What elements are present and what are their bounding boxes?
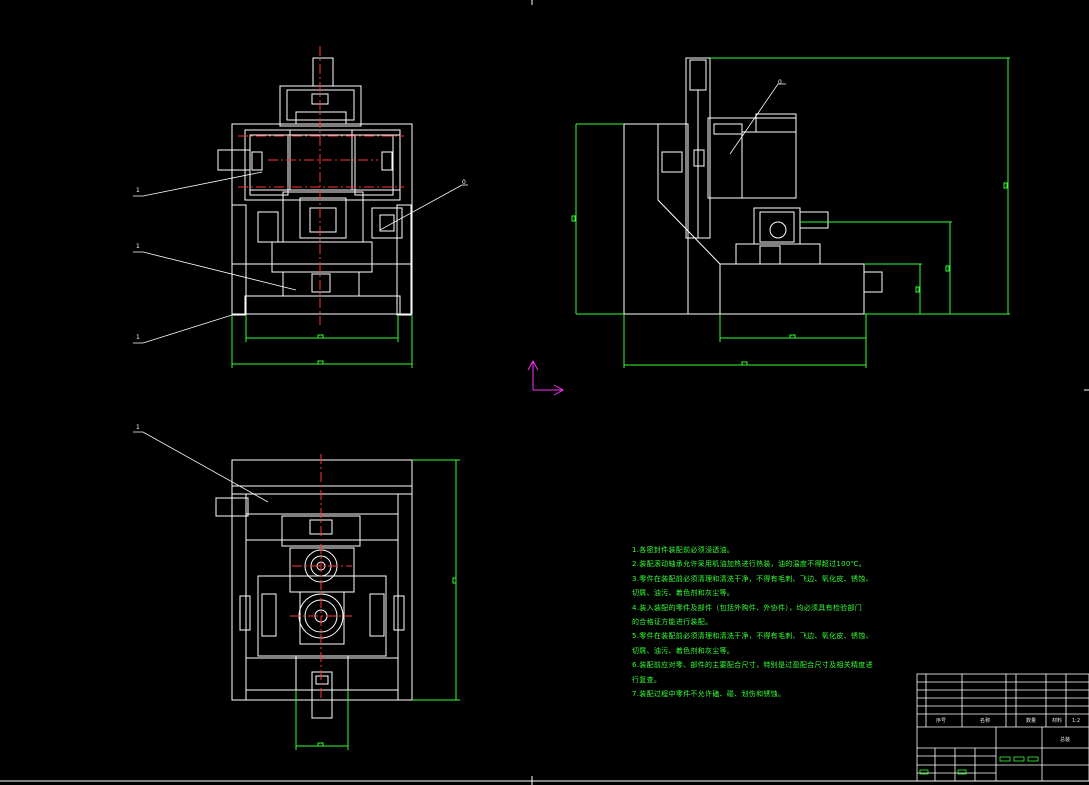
ucs-icon [527, 359, 565, 396]
note-line: 的合格证方能进行装配。 [632, 618, 713, 627]
front-dimensions [231, 315, 413, 368]
side-dimensions [571, 57, 1010, 368]
note-line: 切屑、油污、着色剂和灰尘等。 [632, 589, 735, 598]
note-line: 7.装配过程中零件不允许磕、碰、划伤和锈蚀。 [632, 690, 786, 699]
title-block [916, 673, 1089, 782]
title-block-marks [919, 756, 1039, 775]
leader-label-front-top: 1 [136, 187, 140, 194]
leader-label-side-top: 0 [778, 79, 782, 86]
top-leaders [133, 431, 269, 503]
front-view [217, 57, 413, 316]
leader-label-front-bottom: 1 [136, 334, 140, 341]
note-line: 行复查。 [632, 675, 662, 684]
leader-label-top-view: 1 [136, 424, 140, 431]
title-block-title: 总装 [1060, 736, 1070, 743]
title-block-col-qty: 数量 [1026, 717, 1036, 724]
note-line: 切屑、油污、着色剂和灰尘等。 [632, 646, 735, 655]
leader-label-front-right: 0 [462, 179, 466, 186]
front-centerlines [238, 46, 404, 325]
title-block-scale: 1:2 [1072, 718, 1080, 724]
side-view [623, 57, 883, 315]
side-leaders [729, 83, 786, 155]
title-block-col-name: 名称 [980, 717, 990, 724]
note-line: 6.装配前应对零、部件的主要配合尺寸，特别是过盈配合尺寸及相关精度进 [632, 661, 873, 670]
note-line: 1.各密封件装配前必须浸透油。 [632, 546, 735, 554]
top-view [215, 459, 413, 719]
title-block-col-index: 序号 [936, 717, 946, 724]
note-line: 4.装入装配的零件及部件（包括外购件、外协件），均必须具有检验部门 [632, 603, 863, 612]
title-block-col-material: 材料 [1052, 717, 1062, 724]
top-dimensions [295, 459, 460, 750]
technical-notes: 1.各密封件装配前必须浸透油。 2.装配滚动轴承允许采用机油加热进行热装，油的温… [632, 543, 892, 701]
leader-label-front-mid: 1 [136, 243, 140, 250]
top-centerlines [290, 454, 352, 700]
front-leaders [133, 171, 468, 344]
note-line: 3.零件在装配前必须清理和清洗干净，不得有毛刺、飞边、氧化皮、锈蚀、 [632, 574, 873, 583]
note-line: 5.零件在装配前必须清理和清洗干净，不得有毛刺、飞边、氧化皮、锈蚀、 [632, 632, 873, 641]
note-line: 2.装配滚动轴承允许采用机油加热进行热装，油的温度不得超过100℃。 [632, 560, 867, 569]
